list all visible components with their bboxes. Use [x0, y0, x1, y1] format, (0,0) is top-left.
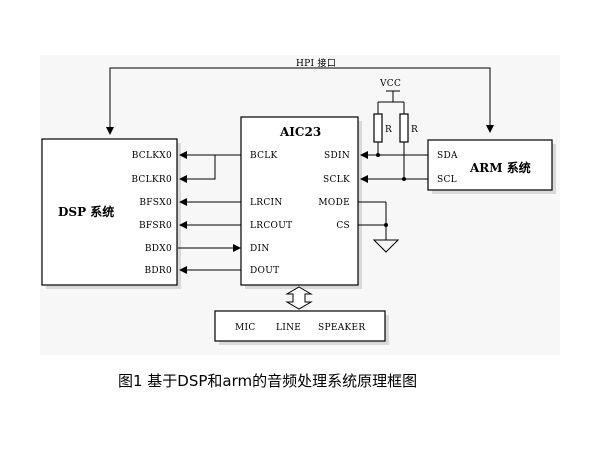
dsp-pin-bdx0: BDX0	[145, 244, 172, 254]
aic-pin-din: DIN	[250, 244, 270, 254]
aic-pin-lrcout: LRCOUT	[250, 221, 292, 231]
resistor-2	[399, 113, 409, 143]
resistor-1	[373, 113, 383, 143]
arm-aic-wires	[360, 151, 428, 183]
aic-pin-cs: CS	[336, 221, 350, 231]
dsp-title: DSP 系统	[58, 204, 114, 219]
aic-pin-lrcin: LRCIN	[250, 198, 283, 208]
resistor-1-label: R	[385, 125, 392, 135]
resistor-2-label: R	[411, 125, 418, 135]
arm-pin-scl: SCL	[437, 175, 457, 185]
aic23-block: AIC23 BCLK LRCIN LRCOUT DIN DOUT SDIN SC…	[240, 116, 362, 289]
dsp-pin-bfsx0: BFSX0	[139, 198, 172, 208]
hpi-label: HPI 接口	[296, 57, 336, 69]
dsp-pin-bclkx0: BCLKX0	[132, 151, 172, 161]
hpi-bus: HPI 接口	[106, 57, 494, 135]
arm-title: ARM 系统	[469, 160, 531, 175]
dsp-pin-bclkr0: BCLKR0	[131, 175, 172, 185]
arm-system-block: ARM 系统 SDA SCL	[427, 139, 556, 194]
aic-io-link	[285, 286, 313, 310]
arm-pin-sda: SDA	[437, 151, 458, 161]
figure-caption: 图1 基于DSP和arm的音频处理系统原理框图	[118, 372, 417, 390]
dsp-system-block: DSP 系统 BCLKX0 BCLKR0 BFSX0 BFSR0 BDX0 BD…	[41, 138, 181, 289]
dsp-aic-wires	[178, 151, 241, 274]
dsp-pin-bdr0: BDR0	[144, 266, 172, 276]
io-mic: MIC	[235, 323, 256, 333]
io-block: MIC LINE SPEAKER	[214, 310, 389, 345]
aic-pin-bclk: BCLK	[250, 151, 278, 161]
vcc-label: VCC	[379, 79, 401, 89]
aic-title: AIC23	[279, 125, 321, 139]
mode-cs-ground	[358, 201, 400, 253]
aic-pin-dout: DOUT	[250, 266, 279, 276]
io-speaker: SPEAKER	[318, 323, 365, 333]
ground-icon	[372, 239, 400, 253]
aic-pin-sclk: SCLK	[323, 175, 350, 185]
aic-pin-mode: MODE	[318, 198, 350, 208]
aic-pin-sdin: SDIN	[324, 151, 350, 161]
io-line: LINE	[276, 323, 301, 333]
dsp-pin-bfsr0: BFSR0	[139, 221, 172, 231]
double-arrow-icon	[285, 286, 313, 310]
